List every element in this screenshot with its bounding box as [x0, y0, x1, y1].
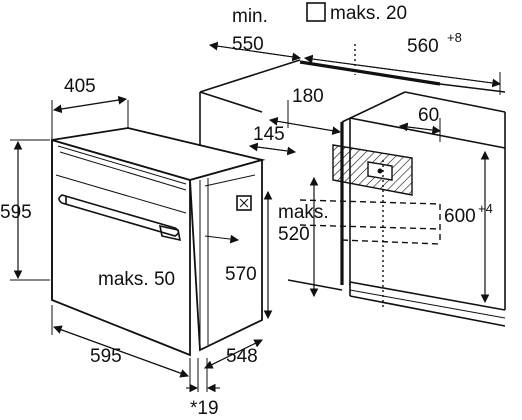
socket-hatch — [332, 144, 413, 196]
label-570: 570 — [225, 264, 257, 285]
label-560: 560 — [407, 36, 439, 57]
label-min: min. — [232, 6, 268, 27]
label-600: 600 — [444, 206, 476, 227]
label-maks-20: maks. 20 — [330, 3, 407, 24]
label-550: 550 — [232, 34, 264, 55]
label-595-width: 595 — [90, 346, 122, 367]
label-595-height: 595 — [0, 202, 32, 223]
label-560-tolerance: +8 — [447, 30, 462, 45]
label-405: 405 — [64, 76, 96, 97]
interior-dashed — [299, 44, 441, 310]
label-footnote-19: *19 — [190, 398, 219, 419]
max-checkbox-icon — [306, 2, 326, 22]
label-548: 548 — [226, 346, 258, 367]
oven-body — [51, 127, 266, 357]
label-maks-50: maks. 50 — [98, 269, 175, 290]
label-520: 520 — [278, 224, 310, 245]
label-600-tolerance: +4 — [478, 201, 493, 216]
label-60: 60 — [418, 105, 439, 126]
dimension-lines — [10, 41, 502, 393]
label-maks: maks. — [278, 202, 329, 223]
label-180: 180 — [292, 86, 324, 107]
label-145: 145 — [253, 124, 285, 145]
